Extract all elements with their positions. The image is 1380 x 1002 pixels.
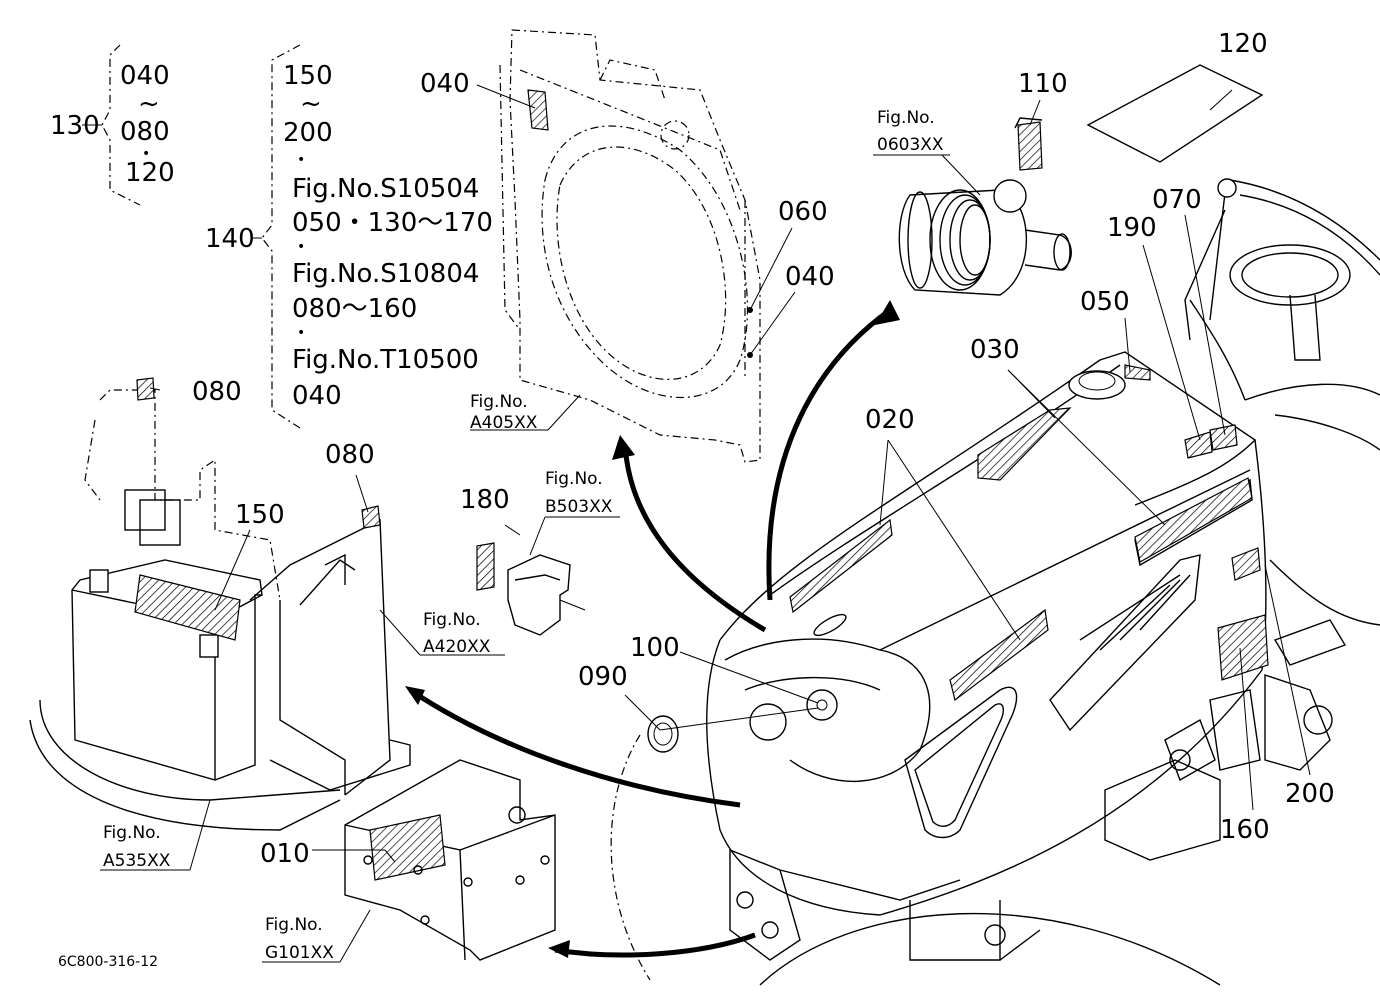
- svg-text:Fig.No.T10500: Fig.No.T10500: [292, 345, 479, 375]
- callout-070: 070: [1152, 185, 1202, 215]
- callout-020: 020: [865, 405, 915, 435]
- tractor-hood-drawing: [610, 178, 1380, 986]
- svg-text:•: •: [297, 325, 305, 341]
- fig-ref-a405: Fig.No.: [470, 392, 528, 412]
- svg-text:•: •: [297, 239, 305, 255]
- callout-130: 130: [50, 111, 100, 141]
- callout-200: 200: [1285, 779, 1335, 809]
- svg-text:080: 080: [120, 117, 170, 147]
- emblem-090: [647, 715, 679, 753]
- svg-text:050・130～170: 050・130～170: [292, 208, 493, 238]
- bracket-drawing: [476, 542, 586, 636]
- group-130-note: 040 ~ 080 • 120: [120, 61, 175, 188]
- fig-ref-g101: Fig.No.: [265, 915, 323, 935]
- diagram-code: 6C800-316-12: [58, 954, 158, 970]
- svg-text:A405XX: A405XX: [470, 413, 538, 433]
- callout-080: 080: [325, 440, 375, 470]
- svg-text:A420XX: A420XX: [423, 637, 491, 657]
- svg-text:150: 150: [283, 61, 333, 91]
- fig-ref-a535: Fig.No.: [103, 823, 161, 843]
- fig-ref-a420: Fig.No.: [423, 610, 481, 630]
- front-frame-drawing: [344, 759, 556, 961]
- callout-180: 180: [460, 485, 510, 515]
- svg-text:~: ~: [300, 89, 322, 119]
- svg-text:040: 040: [120, 61, 170, 91]
- svg-text:•: •: [142, 146, 150, 162]
- fig-ref-b503: Fig.No.: [545, 469, 603, 489]
- decal-sheet-120: [1086, 64, 1264, 163]
- svg-text:200: 200: [283, 118, 333, 148]
- callout-labels: 040 060 040 110 120 070 190 050 030 020 …: [50, 29, 1335, 869]
- svg-text:120: 120: [125, 158, 175, 188]
- callout-190: 190: [1107, 213, 1157, 243]
- svg-text:Fig.No.S10504: Fig.No.S10504: [292, 174, 479, 204]
- fig-ref-0603: Fig.No.: [877, 108, 935, 128]
- callout-080: 080: [192, 377, 242, 407]
- callout-140: 140: [205, 224, 255, 254]
- callout-030: 030: [970, 335, 1020, 365]
- svg-text:B503XX: B503XX: [545, 497, 613, 517]
- callout-090: 090: [578, 662, 628, 692]
- battery-drawing: [29, 377, 411, 831]
- callout-060: 060: [778, 197, 828, 227]
- svg-text:0603XX: 0603XX: [877, 135, 944, 155]
- group-140-note: 150 ~ 200 • Fig.No.S10504 050・130～170 • …: [283, 61, 493, 411]
- svg-text:A535XX: A535XX: [103, 851, 171, 871]
- callout-150: 150: [235, 500, 285, 530]
- reference-arrows: [405, 300, 900, 958]
- radiator-shroud-drawing: [499, 29, 761, 463]
- callout-110: 110: [1018, 69, 1068, 99]
- air-cleaner-drawing: [898, 117, 1072, 296]
- callout-010: 010: [260, 839, 310, 869]
- svg-text:~: ~: [138, 89, 160, 119]
- callout-040: 040: [785, 262, 835, 292]
- callout-160: 160: [1220, 815, 1270, 845]
- svg-text:040: 040: [292, 381, 342, 411]
- hood-decals: [789, 364, 1269, 702]
- callout-040: 040: [420, 69, 470, 99]
- svg-text:Fig.No.S10804: Fig.No.S10804: [292, 259, 479, 289]
- leader-lines: [82, 44, 1311, 963]
- svg-text:G101XX: G101XX: [265, 943, 334, 963]
- svg-text:•: •: [297, 152, 305, 168]
- svg-text:080～160: 080～160: [292, 294, 417, 324]
- figure-references: Fig.No. A405XX Fig.No. 0603XX Fig.No. B5…: [103, 108, 944, 963]
- callout-050: 050: [1080, 287, 1130, 317]
- callout-120: 120: [1218, 29, 1268, 59]
- callout-100: 100: [630, 633, 680, 663]
